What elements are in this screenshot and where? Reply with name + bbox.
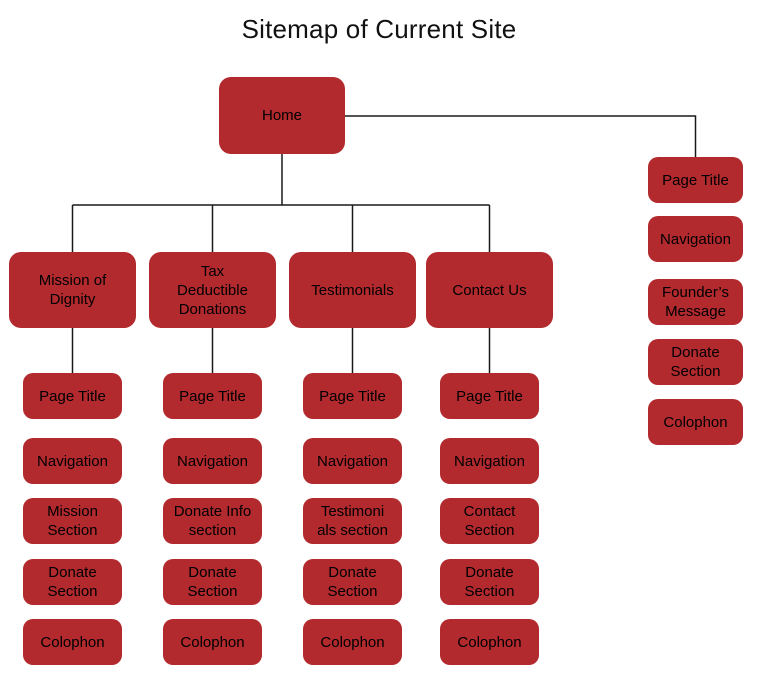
node-testimonials-colophon: Colophon xyxy=(303,619,402,665)
node-mission-colophon: Colophon xyxy=(23,619,122,665)
node-tax-deductible-donations: Tax Deductible Donations xyxy=(149,252,276,328)
node-mission-section: Mission Section xyxy=(23,498,122,544)
node-home-donate-section: Donate Section xyxy=(648,339,743,385)
node-home-page-title: Page Title xyxy=(648,157,743,203)
node-home: Home xyxy=(219,77,345,154)
node-donations-donate-info-section: Donate Info section xyxy=(163,498,262,544)
node-mission-navigation: Navigation xyxy=(23,438,122,484)
node-donations-page-title: Page Title xyxy=(163,373,262,419)
edge-home-to-sections xyxy=(345,115,697,157)
node-contact-section: Contact Section xyxy=(440,498,539,544)
node-home-colophon: Colophon xyxy=(648,399,743,445)
node-testimonials-page-title: Page Title xyxy=(303,373,402,419)
node-contact-us: Contact Us xyxy=(426,252,553,328)
node-mission-of-dignity: Mission of Dignity xyxy=(9,252,136,328)
node-testimonials-section: Testimoni als section xyxy=(303,498,402,544)
node-testimonials-donate-section: Donate Section xyxy=(303,559,402,605)
node-donations-donate-section: Donate Section xyxy=(163,559,262,605)
node-donations-colophon: Colophon xyxy=(163,619,262,665)
node-mission-donate-section: Donate Section xyxy=(23,559,122,605)
node-mission-page-title: Page Title xyxy=(23,373,122,419)
node-contact-navigation: Navigation xyxy=(440,438,539,484)
node-contact-colophon: Colophon xyxy=(440,619,539,665)
node-contact-page-title: Page Title xyxy=(440,373,539,419)
node-testimonials-navigation: Navigation xyxy=(303,438,402,484)
diagram-title: Sitemap of Current Site xyxy=(241,14,517,44)
node-home-navigation: Navigation xyxy=(648,216,743,262)
node-donations-navigation: Navigation xyxy=(163,438,262,484)
node-contact-donate-section: Donate Section xyxy=(440,559,539,605)
node-home-founders-message: Founder’s Message xyxy=(648,279,743,325)
node-testimonials: Testimonials xyxy=(289,252,416,328)
